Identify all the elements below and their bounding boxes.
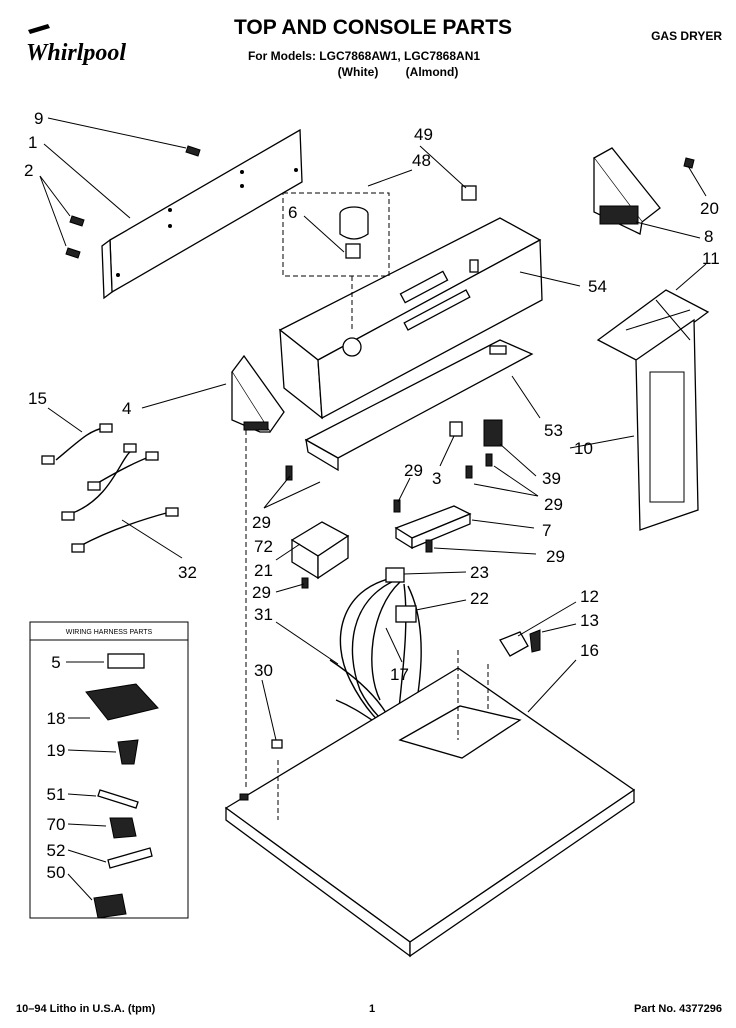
console-rail-part bbox=[304, 339, 534, 472]
callout-29-b: 29 bbox=[544, 495, 563, 514]
wiring-harness-legend: WIRING HARNESS PARTS 5 18 19 51 70 52 50 bbox=[29, 621, 189, 919]
screw-parts bbox=[65, 145, 201, 259]
callout-39: 39 bbox=[542, 469, 561, 488]
callout-4: 4 bbox=[122, 399, 131, 418]
callout-22: 22 bbox=[470, 589, 489, 608]
callout-17: 17 bbox=[390, 665, 409, 684]
bracket-39-part bbox=[483, 419, 503, 447]
callout-12: 12 bbox=[580, 587, 599, 606]
callout-29-d: 29 bbox=[546, 547, 565, 566]
screws-29 bbox=[285, 453, 493, 589]
timer-board-part bbox=[394, 505, 472, 550]
legend-label-19: 19 bbox=[47, 741, 66, 760]
whirlpool-logo: Whirlpool bbox=[26, 24, 126, 66]
knob-part bbox=[339, 206, 369, 259]
end-cap-part bbox=[231, 354, 285, 434]
callout-15: 15 bbox=[28, 389, 47, 408]
callout-23: 23 bbox=[470, 563, 489, 582]
product-type: GAS DRYER bbox=[651, 29, 722, 43]
leader-lines bbox=[39, 117, 707, 741]
cap-part bbox=[461, 185, 477, 201]
switch-part bbox=[449, 421, 463, 437]
right-bracket-part bbox=[593, 147, 695, 235]
callout-49: 49 bbox=[414, 125, 433, 144]
part-number: Part No. 4377296 bbox=[634, 1003, 722, 1015]
screw-13-part bbox=[529, 629, 541, 653]
callout-13: 13 bbox=[580, 611, 599, 630]
callout-9: 9 bbox=[34, 109, 43, 128]
callout-31: 31 bbox=[254, 605, 273, 624]
print-info: 10–94 Litho in U.S.A. (tpm) bbox=[16, 1003, 156, 1015]
callout-2: 2 bbox=[24, 161, 33, 180]
callout-8: 8 bbox=[704, 227, 713, 246]
callout-72: 72 bbox=[254, 537, 273, 556]
callout-labels: 9 1 2 49 48 6 20 8 54 11 15 4 53 10 39 3… bbox=[24, 109, 720, 684]
legend-label-18: 18 bbox=[47, 709, 66, 728]
rear-panel-part bbox=[101, 128, 303, 300]
console-panel-part bbox=[278, 217, 543, 420]
legend-label-5: 5 bbox=[51, 653, 60, 672]
legend-label-51: 51 bbox=[47, 785, 66, 804]
callout-20: 20 bbox=[700, 199, 719, 218]
page-number: 1 bbox=[369, 1003, 375, 1015]
knob-detail-box bbox=[282, 192, 390, 277]
callout-6: 6 bbox=[288, 203, 297, 222]
callout-16: 16 bbox=[580, 641, 599, 660]
color-white-label: (White) bbox=[338, 65, 379, 79]
callout-29-e: 29 bbox=[252, 583, 271, 602]
callout-21: 21 bbox=[254, 561, 273, 580]
bracket-12-part bbox=[499, 631, 529, 657]
callout-3: 3 bbox=[432, 469, 441, 488]
callout-10: 10 bbox=[574, 439, 593, 458]
callout-29-a: 29 bbox=[404, 461, 423, 480]
connector-22 bbox=[395, 605, 417, 623]
valve-module-part bbox=[290, 521, 350, 580]
clip-30-part bbox=[271, 739, 283, 749]
page-title: TOP AND CONSOLE PARTS bbox=[234, 16, 512, 39]
callout-29-c: 29 bbox=[252, 513, 271, 532]
callout-1: 1 bbox=[28, 133, 37, 152]
models-line: For Models: LGC7868AW1, LGC7868AN1 bbox=[248, 49, 480, 63]
callout-30: 30 bbox=[254, 661, 273, 680]
legend-label-70: 70 bbox=[47, 815, 66, 834]
callout-53: 53 bbox=[544, 421, 563, 440]
legend-label-50: 50 bbox=[47, 863, 66, 882]
legend-title: WIRING HARNESS PARTS bbox=[66, 629, 153, 636]
callout-32: 32 bbox=[178, 563, 197, 582]
left-harness bbox=[41, 423, 179, 553]
air-duct-part bbox=[596, 289, 710, 531]
connector-23 bbox=[385, 567, 405, 583]
legend-label-52: 52 bbox=[47, 841, 66, 860]
brand-logo-text: Whirlpool bbox=[26, 40, 126, 66]
callout-7: 7 bbox=[542, 521, 551, 540]
color-almond-label: (Almond) bbox=[406, 65, 459, 79]
callout-48: 48 bbox=[412, 151, 431, 170]
callout-11: 11 bbox=[702, 249, 720, 268]
callout-54: 54 bbox=[588, 277, 607, 296]
top-cover-part bbox=[224, 650, 636, 958]
